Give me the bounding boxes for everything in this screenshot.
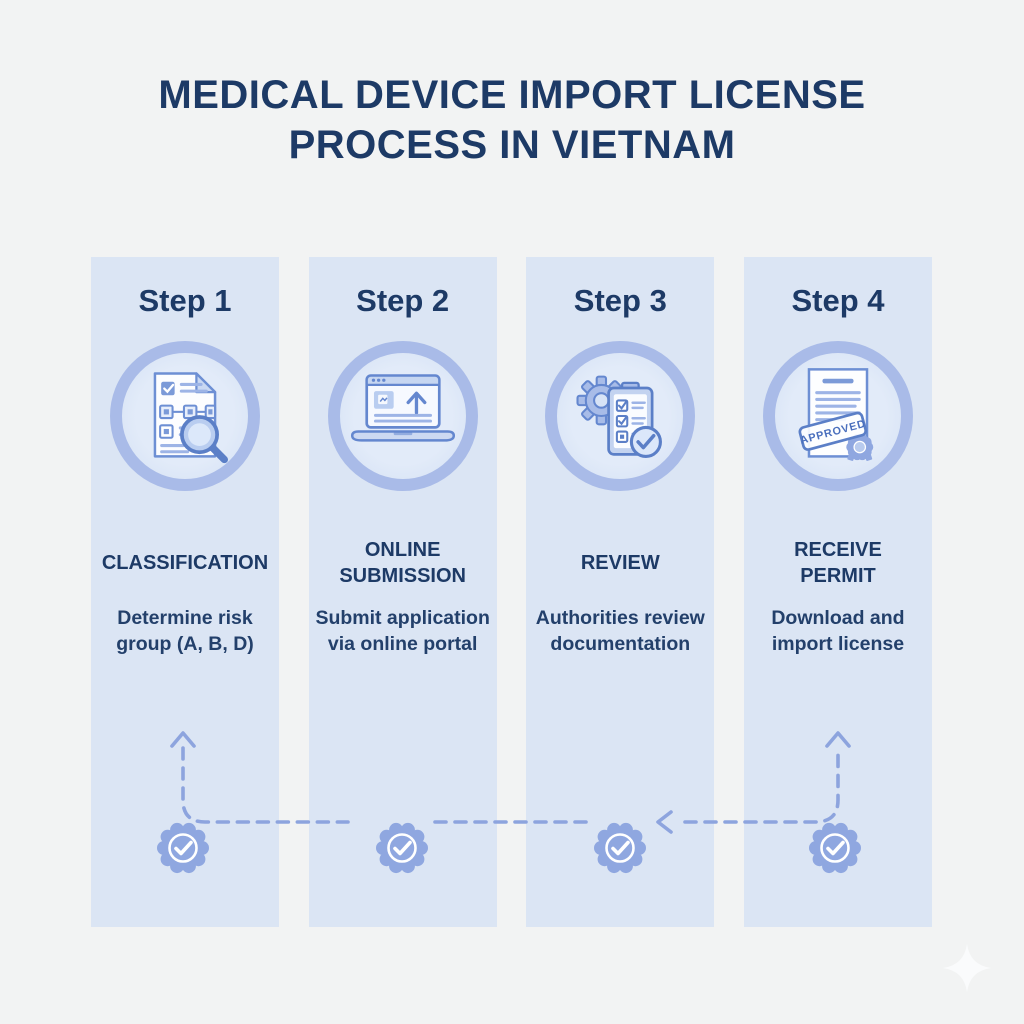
step-2-subtitle: Submit application via online portal [315,607,490,656]
page-title-line1: MEDICAL DEVICE IMPORT LICENSE [158,73,866,117]
step-1-card: Step 1 [91,257,279,927]
step-4-label: Step 4 [791,283,885,318]
step-4-card: Step 4 [743,257,932,927]
step-2-card: Step 2 O [308,257,497,927]
step-2-heading: ONLINE SUBMISSION [339,539,466,587]
step-4-icon-ring: APPROVED [762,341,913,491]
classification-document-magnifier-icon [153,372,229,464]
step-1-label: Step 1 [138,283,232,318]
page-title: MEDICAL DEVICE IMPORT LICENSE PROCESS IN… [0,70,1024,171]
step-1-heading: CLASSIFICATION [101,552,269,574]
sparkle-icon [943,944,991,992]
step-3-subtitle: Authorities review documentation [535,607,705,656]
steps-row: Step 1 [91,257,932,927]
page-title-line2: PROCESS IN VIETNAM [288,123,736,168]
laptop-upload-icon [350,374,455,442]
step-3-label: Step 3 [573,283,667,318]
step-3-card: Step 3 [526,257,715,927]
step-4-heading: RECEIVE PERMIT [794,539,882,587]
step-4-subtitle: Download and import license [771,607,905,656]
step-3-heading: REVIEW [580,552,660,574]
step-2-label: Step 2 [356,283,450,318]
gear-checklist-icon [576,375,663,458]
step-3-icon-ring [545,341,696,491]
certificate-approved-icon: APPROVED [798,368,874,461]
step-2-icon-ring [327,341,478,491]
step-1-subtitle: Determine risk group (A, B, D) [116,607,254,656]
step-1-icon-ring [110,341,260,491]
